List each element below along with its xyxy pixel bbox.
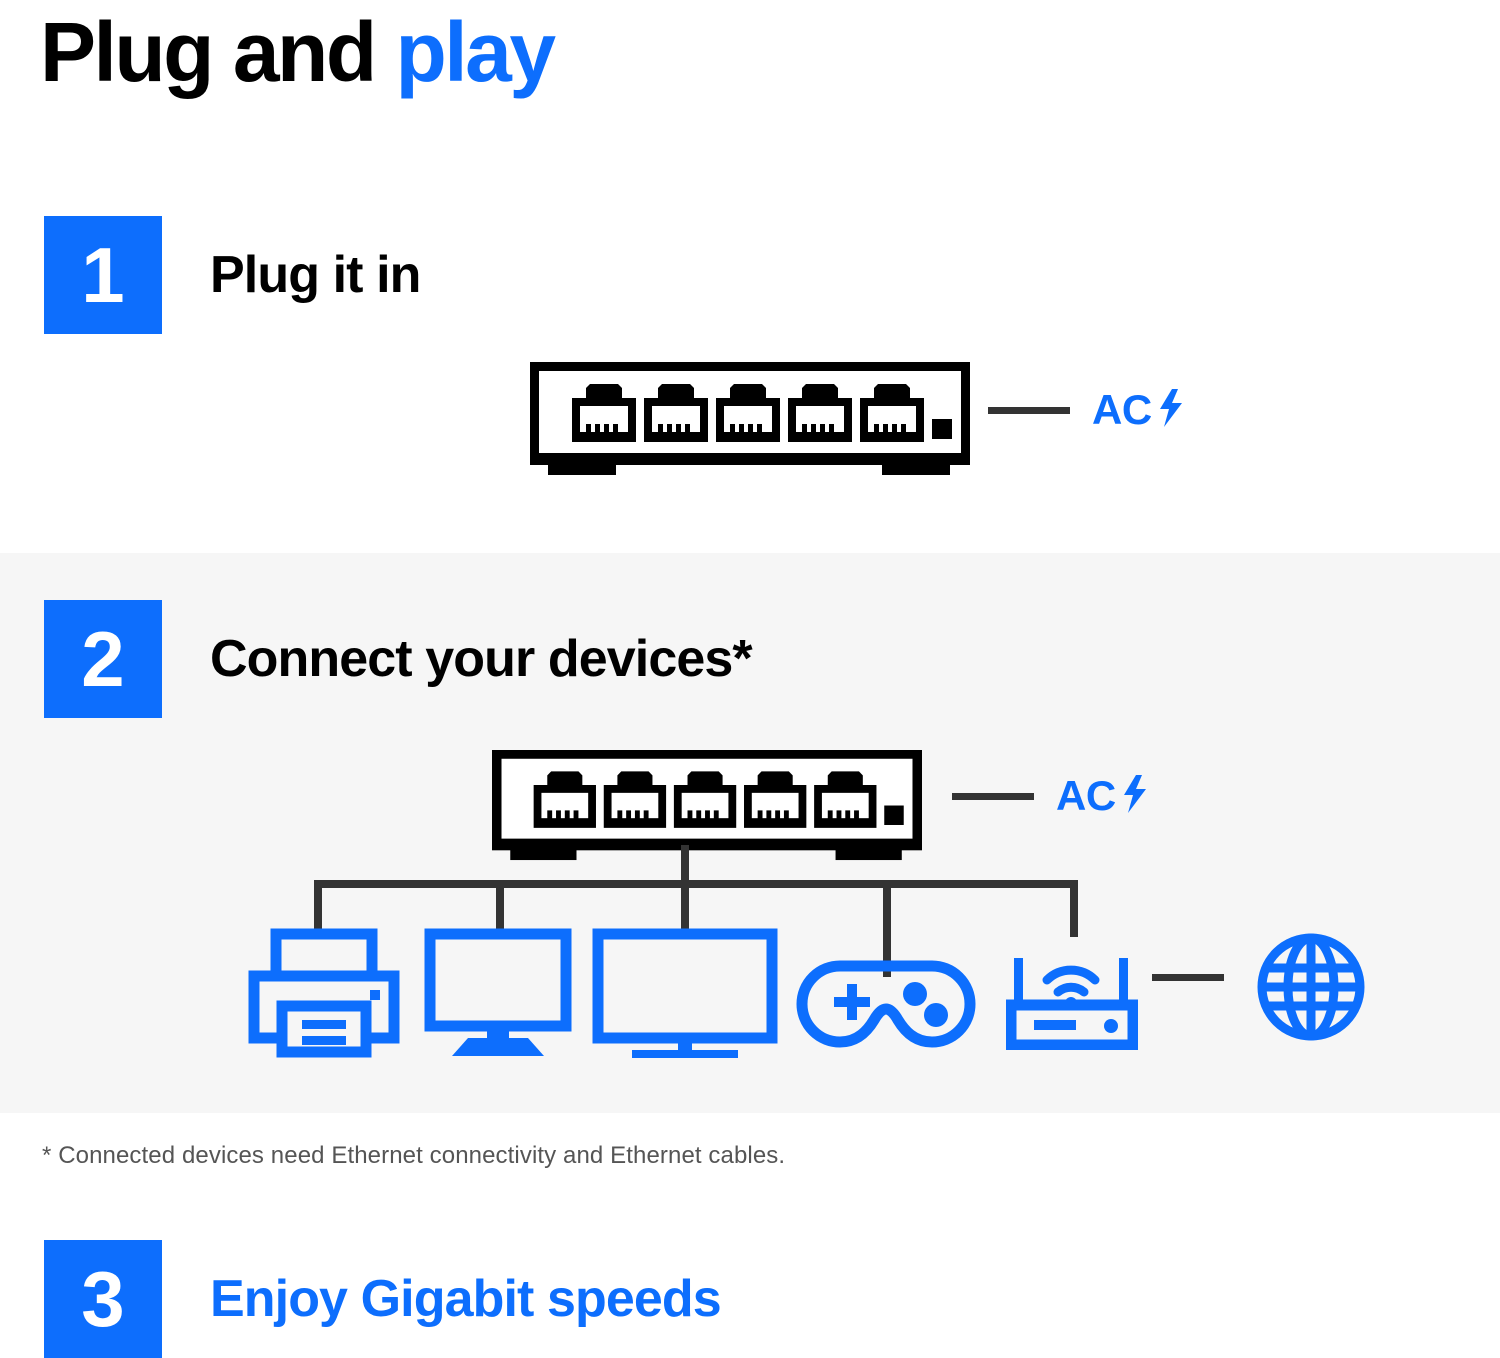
step-3-row: 3 Enjoy Gigabit speeds [44, 1240, 722, 1358]
step-1-number-badge: 1 [44, 216, 162, 334]
power-label-step-1: AC [988, 386, 1184, 434]
switch-riser [681, 845, 689, 885]
rj45-port-group [572, 384, 924, 442]
status-led-icon [884, 805, 904, 825]
page-title-accent: play [395, 5, 557, 99]
drop-router [1070, 880, 1078, 937]
device-connection-tree [314, 845, 1078, 977]
monitor-icon [424, 928, 572, 1056]
page-title: Plug and play [40, 2, 557, 102]
drop-printer [314, 880, 322, 937]
drop-controller [883, 880, 891, 977]
globe-icon [1257, 933, 1365, 1041]
step-2-label: Connect your devices* [210, 630, 753, 688]
lightning-bolt-icon [1158, 388, 1184, 432]
step-3-number-badge: 3 [44, 1240, 162, 1358]
status-led-icon [932, 419, 952, 439]
printer-icon [248, 928, 400, 1058]
drop-tv [681, 880, 689, 937]
section-step-three-background [0, 1113, 1500, 1356]
step-2-row: 2 Connect your devices* [44, 600, 753, 718]
rj45-port-group [533, 771, 877, 828]
power-label-step-2: AC [952, 772, 1148, 820]
switch-device-step-1 [530, 362, 970, 477]
internet-link-line [1152, 974, 1224, 981]
tv-icon [592, 928, 778, 1058]
step-1-row: 1 Plug it in [44, 216, 421, 334]
game-controller-icon [796, 960, 976, 1048]
footnote-text: * Connected devices need Ethernet connec… [42, 1142, 786, 1169]
power-label-text: AC [1056, 772, 1116, 819]
wifi-router-icon [1006, 958, 1138, 1050]
lightning-bolt-icon [1122, 774, 1148, 818]
step-1-label: Plug it in [210, 246, 421, 304]
step-2-number-badge: 2 [44, 600, 162, 718]
ethernet-switch-icon [492, 750, 922, 861]
power-label-text: AC [1092, 386, 1152, 433]
power-cable-line [952, 792, 1034, 800]
page-title-main: Plug and [40, 5, 396, 99]
power-cable-line [988, 406, 1070, 414]
horizontal-bus [314, 880, 1078, 888]
switch-device-step-2 [492, 750, 922, 862]
step-3-label: Enjoy Gigabit speeds [210, 1270, 722, 1328]
drop-monitor [496, 880, 504, 937]
ethernet-switch-icon [530, 362, 970, 475]
